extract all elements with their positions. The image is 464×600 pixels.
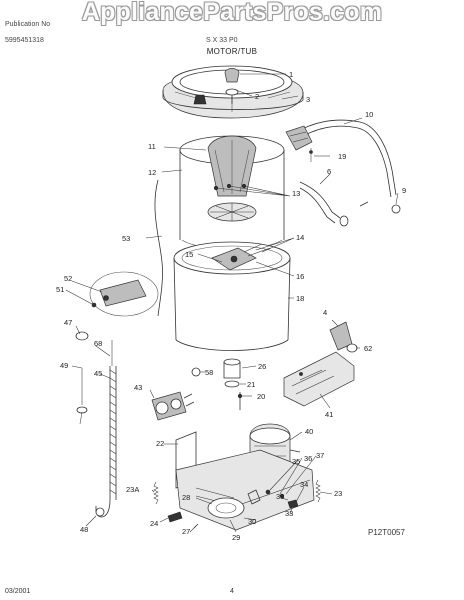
footer-date: 03/2001 — [5, 588, 31, 595]
part-label: 36 — [304, 454, 312, 463]
part-label: 23 — [334, 489, 342, 498]
section-title: MOTOR/TUB — [206, 47, 258, 56]
mounting-plate — [175, 431, 315, 531]
part-label: 22 — [156, 439, 164, 448]
springs-and-clips — [153, 479, 321, 529]
part-label: 28 — [182, 493, 190, 502]
part-label: 33 — [285, 509, 293, 518]
part-label: 34 — [300, 480, 308, 489]
part-number-labels: 1 2 3 10 11 12 13 19 6 9 53 14 15 16 18 … — [56, 70, 406, 542]
part-label: 3 — [306, 95, 310, 104]
watermark-logo: AppliancePartsPros.com — [81, 0, 383, 26]
part-label: 35 — [292, 457, 300, 466]
part-label: 21 — [247, 380, 255, 389]
part-label: 20 — [257, 392, 265, 401]
part-label: 19 — [338, 152, 346, 161]
pressure-hose — [75, 331, 117, 518]
part-label: 52 — [64, 274, 72, 283]
part-label: 40 — [305, 427, 313, 436]
part-label: 49 — [60, 361, 68, 370]
part-label: 15 — [185, 250, 193, 259]
mixing-valve — [151, 391, 195, 421]
part-label: 48 — [80, 525, 88, 534]
part-label: 51 — [56, 285, 64, 294]
suspension-rod — [89, 179, 163, 317]
part-label: 30 — [248, 517, 256, 526]
fill-hose — [285, 119, 397, 198]
drain-hose-6 — [299, 181, 401, 227]
part-label: 26 — [258, 362, 266, 371]
publication-number: 5995451318 — [5, 37, 44, 44]
agitator-cap-part — [224, 68, 240, 104]
part-label: 24 — [150, 519, 158, 528]
part-label: 4 — [323, 308, 327, 317]
part-label: 58 — [205, 368, 213, 377]
page-number: 4 — [230, 588, 234, 595]
part-label: 38 — [276, 492, 284, 501]
part-label: 37 — [316, 451, 324, 460]
part-label: 13 — [292, 189, 300, 198]
part-label: 9 — [402, 186, 406, 195]
part-label: 12 — [148, 168, 156, 177]
model-number: S X 33 P0 — [206, 37, 238, 44]
part-label: 23A — [126, 485, 139, 494]
pump-cover — [283, 321, 358, 407]
part-label: 6 — [327, 167, 331, 176]
part-label: 29 — [232, 533, 240, 542]
part-label: 1 — [289, 70, 293, 79]
part-label: 14 — [296, 233, 304, 242]
leader-lines — [65, 73, 399, 533]
part-label: 41 — [325, 410, 333, 419]
part-label: 18 — [296, 294, 304, 303]
part-label: 2 — [255, 92, 259, 101]
coupling-parts — [191, 358, 243, 410]
part-label: 43 — [134, 383, 142, 392]
part-label: 10 — [365, 110, 373, 119]
part-label: 62 — [364, 344, 372, 353]
part-label: 68 — [94, 339, 102, 348]
publication-label: Publication No — [5, 21, 51, 28]
inner-basket — [179, 135, 285, 250]
part-label: 27 — [182, 527, 190, 536]
diagram-code: P12T0057 — [368, 528, 405, 537]
part-label: 16 — [296, 272, 304, 281]
part-label: 47 — [64, 318, 72, 327]
part-label: 45 — [94, 369, 102, 378]
part-label: 53 — [122, 234, 130, 243]
part-label: 11 — [148, 142, 156, 151]
outer-tub — [173, 241, 291, 351]
